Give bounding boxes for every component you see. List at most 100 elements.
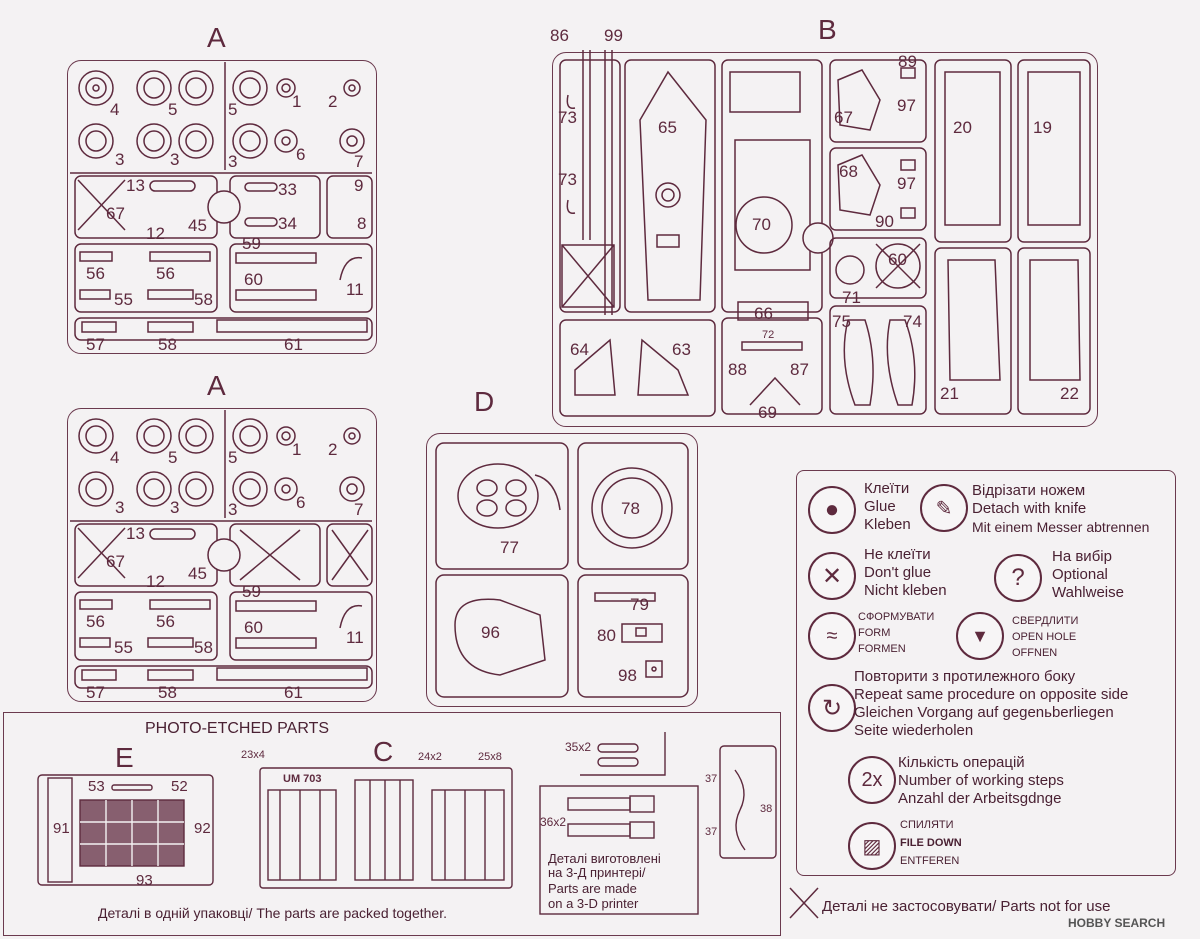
part-label: 57	[86, 335, 105, 354]
part-label: 4	[110, 448, 120, 467]
glue-icon: ●	[808, 486, 856, 534]
legend-repeat: Repeat same procedure on opposite side	[854, 686, 1129, 703]
knife-icon: ✎	[920, 484, 968, 532]
legend-glue: Клеїти	[864, 480, 910, 497]
part-label: 97	[897, 174, 916, 193]
part-label: 71	[842, 288, 861, 307]
part-label: 80	[597, 626, 616, 645]
part-label: 61	[284, 683, 303, 702]
part-label: 7	[354, 152, 364, 171]
sprue-b-frame	[552, 52, 1098, 427]
part-label: 12	[146, 224, 165, 243]
part-label: 11	[346, 280, 364, 299]
part-label: 19	[1033, 118, 1052, 137]
part-label: 73	[558, 108, 577, 127]
part-label: 5	[168, 448, 178, 467]
form-icon: ≈	[808, 612, 856, 660]
printed-note: на 3-Д принтері/	[548, 865, 646, 880]
part-label: 6	[296, 493, 306, 512]
legend-steps: Кількість операцій	[898, 754, 1025, 771]
part-label: 22	[1060, 384, 1079, 403]
legend-drill: OFFNEN	[1012, 647, 1058, 659]
part-label: 6	[296, 145, 306, 164]
printed-count: 35x2	[565, 740, 592, 754]
pe-part-label: 38	[760, 803, 773, 815]
part-label: 3	[228, 152, 238, 171]
part-label: 67	[106, 204, 125, 223]
sprue-d-frame	[426, 433, 698, 707]
sprue-a2-frame	[67, 408, 377, 702]
part-label: 56	[86, 264, 105, 283]
part-label: 60	[244, 270, 263, 289]
part-label: 70	[752, 215, 771, 234]
part-label: 3	[170, 498, 180, 517]
sprue-a-label: A	[207, 22, 226, 53]
part-label: 69	[758, 403, 777, 422]
legend-steps: Number of working steps	[898, 772, 1064, 789]
printed-note: on a 3-D printer	[548, 896, 639, 911]
part-label: 12	[146, 572, 165, 591]
part-label: 55	[114, 638, 133, 657]
legend-repeat: Seite wiederholen	[854, 722, 974, 739]
legend-knife: Mit einem Messer abtrennen	[972, 519, 1150, 535]
printed-count: 36x2	[540, 815, 567, 829]
part-label: 57	[86, 683, 105, 702]
part-label: 7	[354, 500, 364, 519]
part-label: 97	[897, 96, 916, 115]
part-label: 56	[156, 264, 175, 283]
part-label: 3	[115, 498, 125, 517]
printed-note: Деталі виготовлені	[548, 851, 661, 866]
pe-c-label: C	[373, 736, 394, 767]
part-label: 73	[558, 170, 577, 189]
pe-e-label: E	[115, 742, 134, 773]
drill-icon: ▼	[956, 612, 1004, 660]
legend-repeat: Повторити з протилежного боку	[854, 668, 1076, 685]
part-label: 87	[790, 360, 809, 379]
part-label: 21	[940, 384, 959, 403]
part-label: 58	[158, 335, 177, 354]
legend-no-glue: Не клеїти	[864, 546, 931, 563]
part-label: 72	[762, 329, 775, 341]
part-label: 66	[754, 304, 773, 323]
legend-file: FILE DOWN	[900, 837, 962, 849]
part-label: 88	[728, 360, 747, 379]
part-label: 90	[875, 212, 894, 231]
hobby-search-watermark: HOBBY SEARCH	[1068, 916, 1166, 930]
printed-note: Parts are made	[548, 881, 637, 896]
pe-part-label: 37	[705, 773, 718, 785]
not-use-note: Деталі не застосовувати/ Parts not for u…	[822, 898, 1111, 915]
part-label: 96	[481, 623, 500, 642]
legend-frame	[796, 470, 1176, 876]
no-glue-icon: ✕	[808, 552, 856, 600]
part-label: 65	[658, 118, 677, 137]
pe-part-label: 53	[88, 778, 105, 795]
part-label: 34	[278, 214, 297, 233]
legend-glue: Kleben	[864, 516, 911, 533]
part-label: 5	[228, 100, 238, 119]
part-label: 13	[126, 176, 145, 195]
part-label: 64	[570, 340, 589, 359]
part-label: 75	[832, 312, 851, 331]
legend-no-glue: Nicht kleben	[864, 582, 947, 599]
steps-icon: 2x	[848, 756, 896, 804]
part-label: 78	[621, 499, 640, 518]
part-label: 56	[86, 612, 105, 631]
part-label: 20	[953, 118, 972, 137]
sprue-b-label: B	[818, 14, 837, 45]
photo-etched-frame	[3, 712, 781, 936]
pe-count-label: 25x8	[478, 751, 502, 763]
part-label: 59	[242, 582, 261, 601]
repeat-icon: ↻	[808, 684, 856, 732]
part-label: 58	[194, 290, 213, 309]
pe-part-label: 91	[53, 820, 70, 837]
part-label: 63	[672, 340, 691, 359]
part-label: 33	[278, 180, 297, 199]
part-label: 5	[228, 448, 238, 467]
pe-count-label: 23x4	[241, 749, 265, 761]
legend-glue: Glue	[864, 498, 896, 515]
part-label: 98	[618, 666, 637, 685]
